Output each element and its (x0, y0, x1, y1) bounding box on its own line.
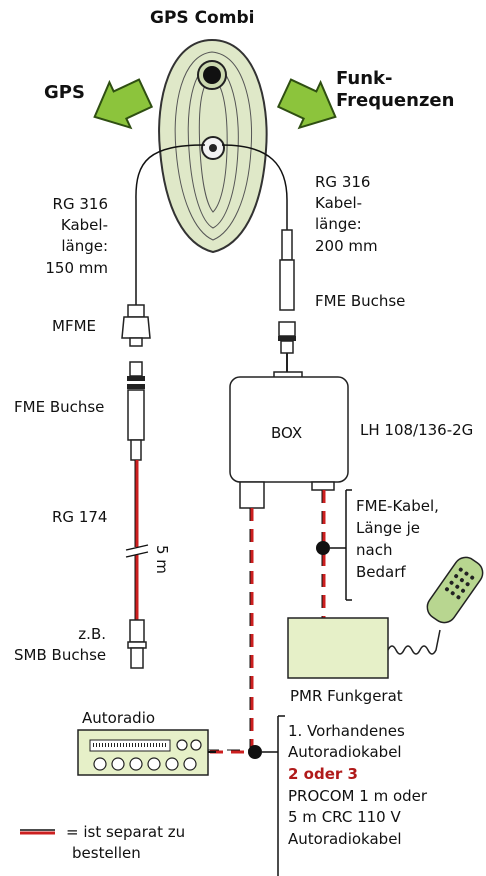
note-line6: Autoradiokabel (288, 830, 402, 848)
box-autoradio-cable (200, 508, 254, 754)
right-cable-line4: 200 mm (315, 237, 378, 255)
rg174-label: RG 174 (52, 508, 108, 526)
box-label: BOX (271, 424, 303, 442)
coiled-cord (387, 629, 441, 655)
right-rg316-cable (221, 144, 288, 230)
note-line2: Autoradiokabel (288, 743, 402, 761)
autoradio-bracket (262, 715, 285, 876)
right-cable-line2: Kabel- (315, 194, 363, 212)
gps-label: GPS (44, 82, 85, 103)
box-device (229, 371, 349, 509)
funk-label-line1: Funk- (336, 68, 393, 89)
note-line3: 2 oder 3 (288, 765, 358, 783)
fme-kabel-line2: Länge je (356, 519, 420, 537)
box-model-label: LH 108/136-2G (360, 421, 474, 439)
fme-buchse-left-connector (127, 361, 145, 461)
fme-buchse-right-connector (278, 229, 296, 375)
funk-label-line2: Frequenzen (336, 90, 455, 111)
autoradio-label: Autoradio (82, 709, 156, 727)
pmr-label: PMR Funkgerat (290, 687, 403, 705)
gps-arrow-icon (93, 78, 154, 130)
left-rg316-cable (135, 144, 206, 305)
cable-break-mark (125, 544, 149, 558)
mfme-connector (121, 304, 151, 347)
left-cable-line2: Kabel- (60, 216, 108, 234)
legend-line2: bestellen (72, 844, 141, 862)
mfme-label: MFME (52, 317, 96, 335)
fme-buchse-left-label: FME Buchse (14, 398, 105, 416)
left-cable-line4: 150 mm (45, 259, 108, 277)
funk-arrow-icon (276, 78, 337, 130)
fme-kabel-line4: Bedarf (356, 563, 406, 581)
right-cable-line1: RG 316 (315, 173, 371, 191)
left-cable-line3: länge: (61, 237, 108, 255)
smb-label-line2: SMB Buchse (14, 646, 107, 664)
left-cable-line1: RG 316 (52, 195, 108, 213)
fme-kabel-line1: FME-Kabel, (356, 497, 439, 515)
fme-kabel-bracket (330, 489, 352, 601)
box-autoradio-cable-shadow (200, 508, 251, 751)
note-line5: 5 m CRC 110 V (288, 808, 401, 826)
smb-label-line1: z.B. (78, 625, 106, 643)
pmr-device (287, 617, 389, 679)
page-title: GPS Combi (150, 8, 255, 28)
note-line4: PROCOM 1 m oder (288, 787, 428, 805)
fme-buchse-right-label: FME Buchse (315, 292, 406, 310)
autoradio-device (77, 729, 209, 776)
smb-buchse-connector (127, 619, 147, 669)
note-line1: 1. Vorhandenes (288, 722, 405, 740)
autoradio-callout-dot (248, 745, 262, 759)
handset-icon (426, 556, 484, 624)
fme-kabel-line3: nach (356, 541, 393, 559)
legend-line1: = ist separat zu (66, 823, 186, 841)
length-5m-label: 5 m (153, 545, 171, 574)
fme-kabel-callout-dot (316, 541, 330, 555)
gps-combi-antenna (158, 38, 268, 254)
right-cable-line3: länge: (315, 215, 362, 233)
